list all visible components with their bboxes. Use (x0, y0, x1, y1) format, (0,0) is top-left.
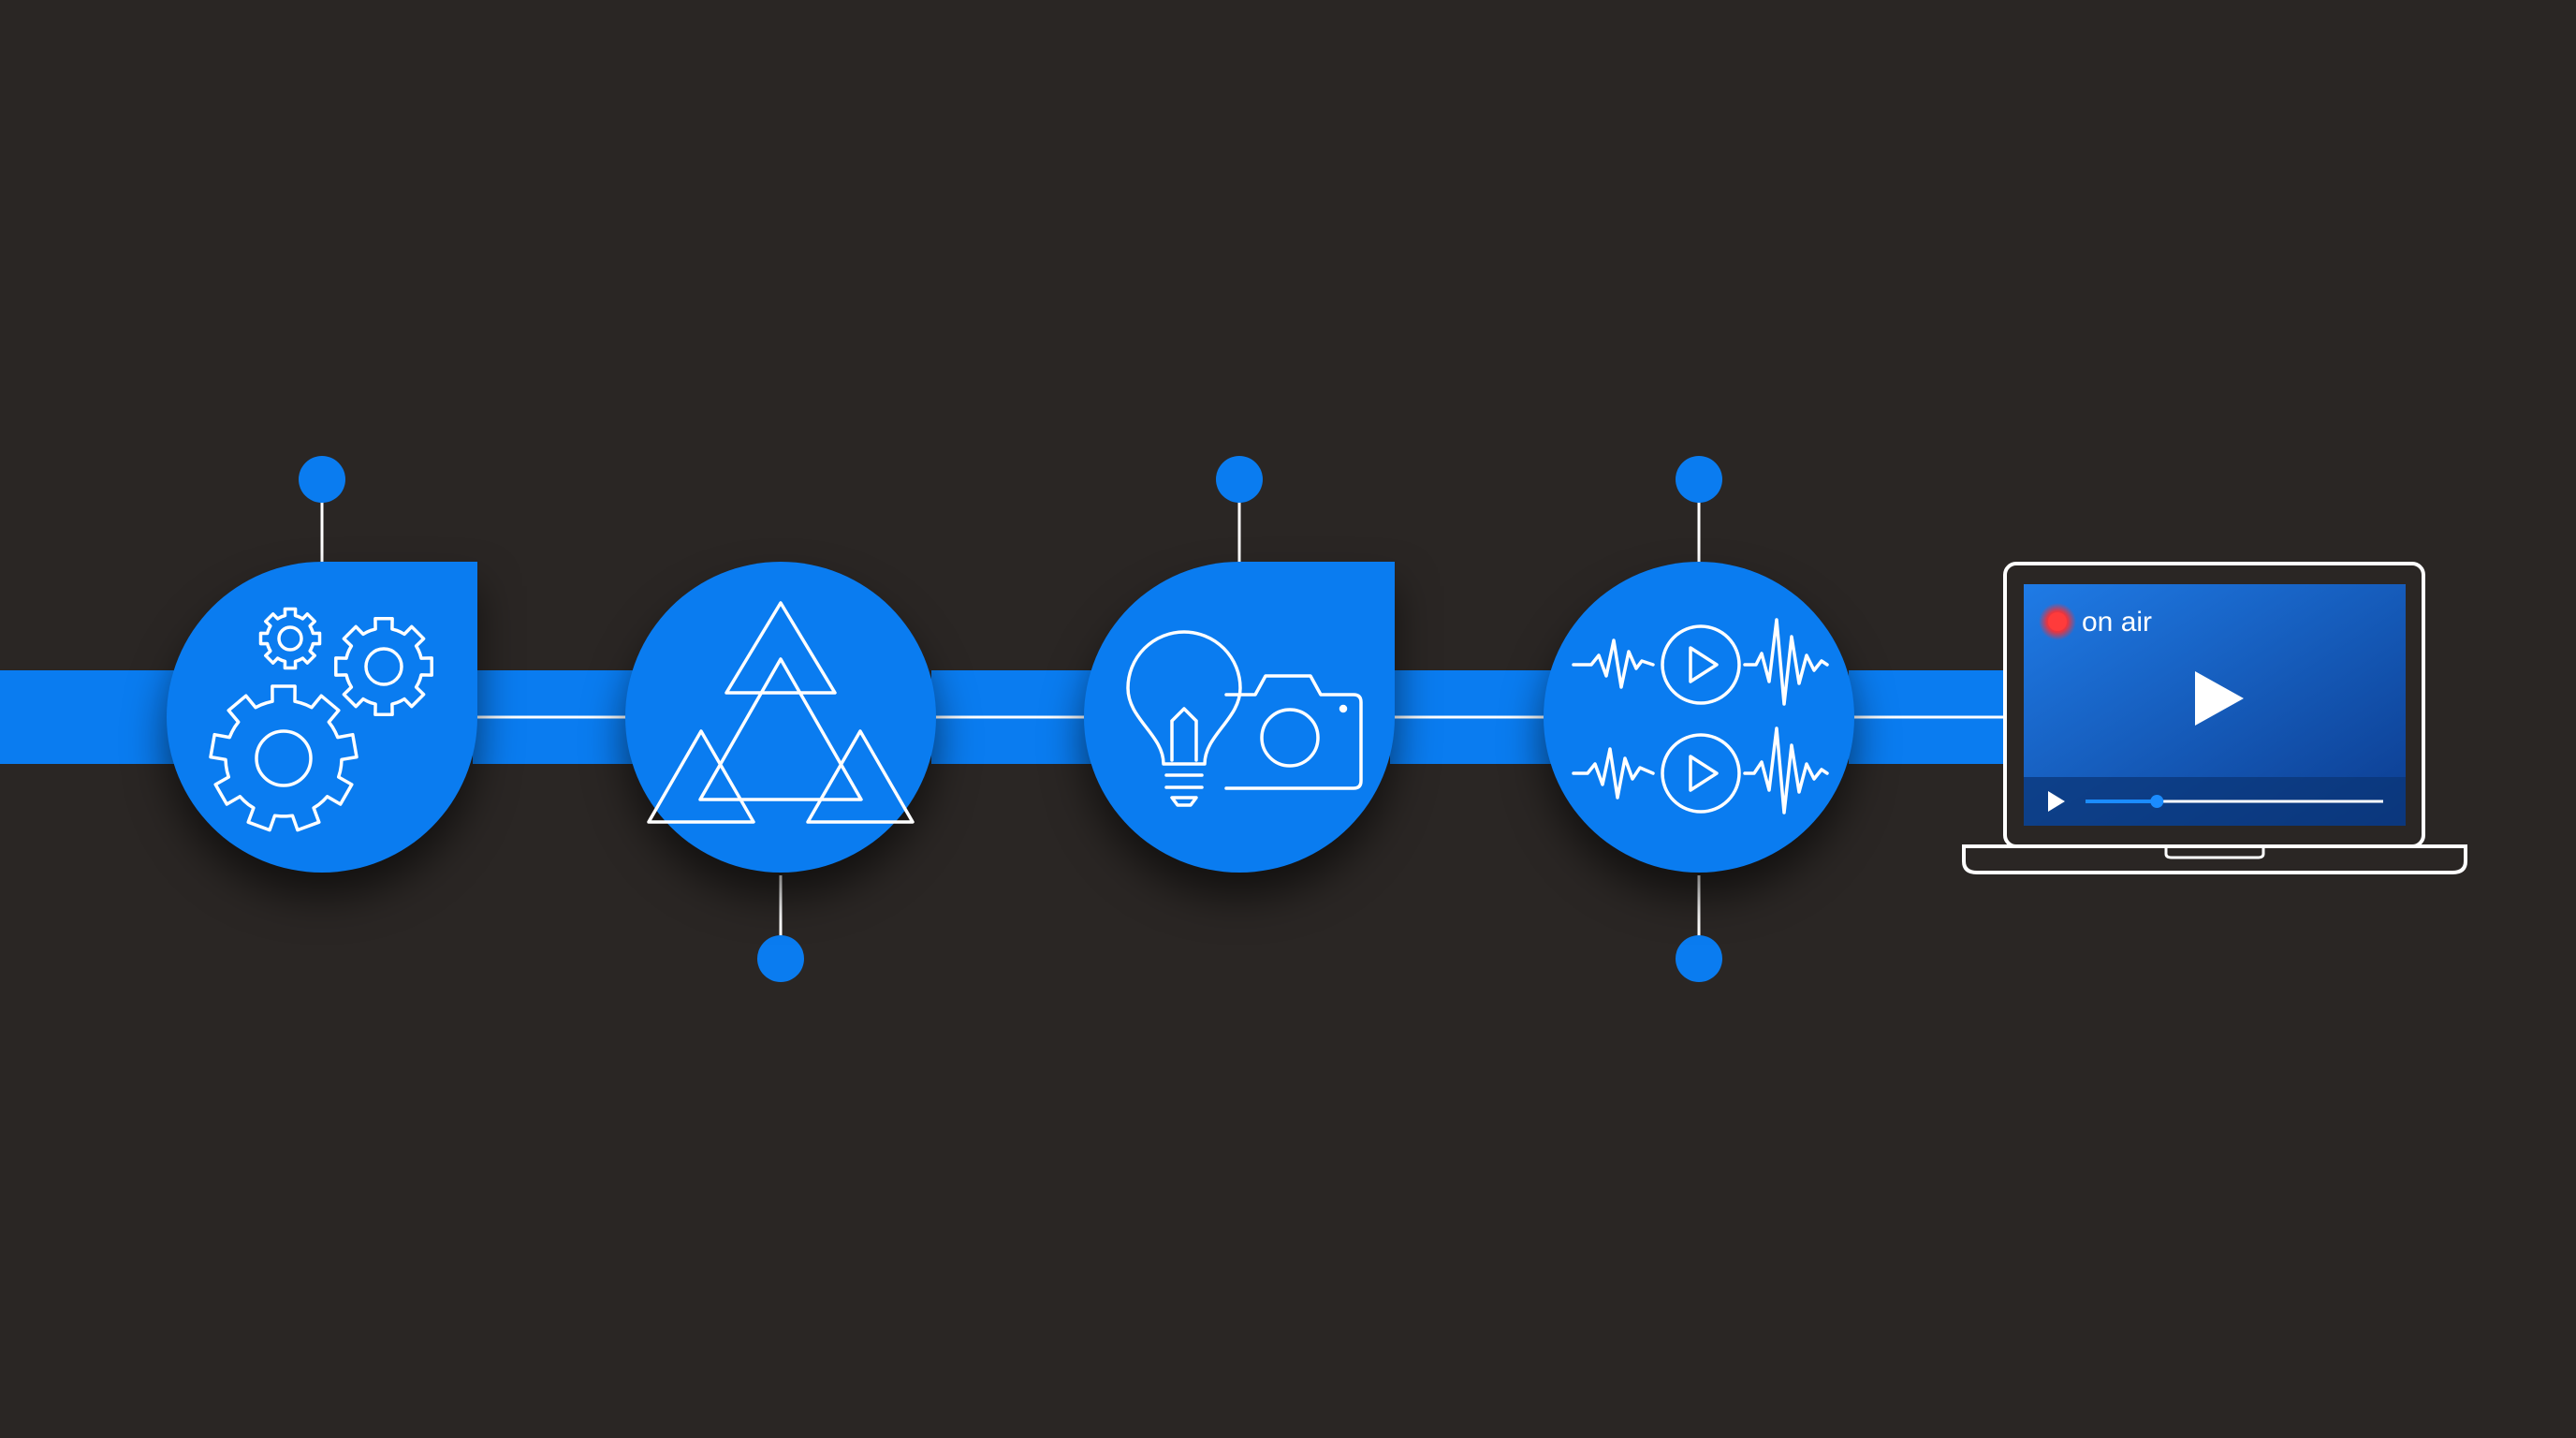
live-dot (2048, 612, 2067, 631)
camera-icon (1224, 674, 1363, 790)
pin-dot-av-bottom (1676, 935, 1722, 982)
stage-bulb-camera (1084, 562, 1395, 873)
audio-video-waves-icon (1572, 618, 1829, 814)
triangle-center (698, 657, 863, 801)
stage-audio-video-shape (1544, 562, 1854, 873)
camera-lens (1260, 708, 1320, 768)
triangle-right (806, 729, 915, 824)
player-small-play-button[interactable] (2048, 791, 2065, 812)
gear-large (209, 684, 359, 832)
play-triangle-bottom (1689, 755, 1719, 792)
gears-icon (209, 607, 433, 832)
camera-flash (1339, 704, 1348, 713)
connector-pins (299, 456, 1722, 982)
stage-audio-video (1544, 562, 1854, 873)
triangle-left (647, 729, 755, 824)
gear-large-hub (255, 729, 313, 787)
lightbulb-filament (1170, 707, 1198, 762)
triangles-icon (647, 601, 915, 824)
lightbulb-camera-icon (1126, 630, 1363, 807)
stage-triangles (625, 562, 936, 873)
live-label: on air (2082, 607, 2152, 638)
laptop-video-player-icon: on air (1962, 562, 2467, 874)
play-circle-top (1661, 624, 1741, 705)
laptop-base (1962, 844, 2467, 874)
triangle-top (724, 601, 837, 695)
stage-bulb-camera-shape (1084, 562, 1395, 873)
gear-small-hub (277, 625, 303, 652)
gear-medium (334, 617, 433, 716)
play-triangle-top (1689, 646, 1719, 683)
lightbulb-icon (1126, 630, 1242, 766)
waveform-top (1572, 618, 1829, 706)
pin-dot-bulb-top (1216, 456, 1263, 503)
gear-medium-hub (364, 647, 403, 686)
waveform-bottom (1572, 726, 1829, 814)
gear-small (258, 607, 322, 670)
lightbulb-tip (1170, 796, 1198, 807)
laptop-notch (2164, 848, 2265, 859)
stage-gears (167, 562, 477, 873)
pin-dot-av-top (1676, 456, 1722, 503)
player-play-button[interactable] (2195, 671, 2244, 726)
player-progress-handle[interactable] (2150, 795, 2164, 808)
play-circle-bottom (1661, 733, 1741, 814)
stage-gears-shape (167, 562, 477, 873)
stage-triangles-shape (625, 562, 936, 873)
pin-dot-triangles-bottom (757, 935, 804, 982)
pin-dot-gears-top (299, 456, 345, 503)
